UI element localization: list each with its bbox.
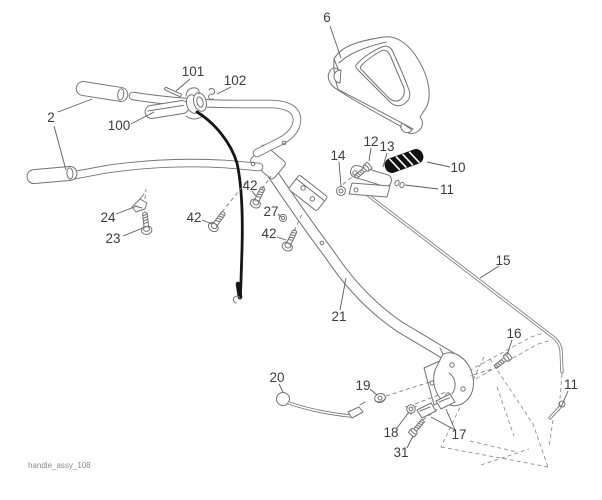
nut-14 [336, 186, 346, 196]
screw-23 [139, 211, 153, 236]
tube-hole [319, 240, 325, 246]
shift-rod-20 [276, 392, 366, 419]
callout-31: 31 [393, 445, 408, 460]
callout-42-top: 42 [242, 178, 257, 193]
nut-27 [278, 213, 288, 223]
rod-15 [358, 187, 564, 374]
nut-18 [405, 404, 417, 415]
clip-11-upper [394, 179, 405, 189]
pin-101 [164, 87, 182, 97]
screw-42-right [280, 227, 301, 254]
callout-2: 2 [47, 110, 55, 125]
callout-20: 20 [269, 370, 284, 385]
callout-23: 23 [105, 231, 120, 246]
wedge-plates-17 [416, 393, 456, 419]
callout-27: 27 [263, 204, 278, 219]
callout-102: 102 [224, 73, 247, 88]
pin-11-right [548, 400, 566, 420]
grip-lower [26, 165, 78, 185]
clip-102 [208, 88, 216, 100]
callout-11-right: 11 [564, 377, 578, 392]
callout-101: 101 [182, 64, 205, 79]
callout-17: 17 [451, 427, 466, 442]
handlebar-hole [250, 161, 256, 167]
assembly-axis-lines [144, 172, 499, 421]
lever-assembly [144, 87, 208, 120]
leader-lines [53, 25, 569, 449]
clamp-plate [288, 175, 328, 211]
callout-15: 15 [495, 253, 510, 268]
callout-42-left: 42 [186, 210, 201, 225]
callout-42-right: 42 [261, 226, 276, 241]
callout-18: 18 [383, 425, 398, 440]
grip-upper [75, 81, 129, 102]
callout-12: 12 [363, 134, 378, 149]
grip-10 [384, 149, 424, 173]
washer-19 [374, 393, 386, 403]
console-cover [327, 36, 430, 134]
main-tube [256, 152, 458, 364]
callout-14: 14 [330, 148, 346, 163]
callout-6: 6 [323, 10, 331, 25]
clip-24 [131, 193, 148, 213]
bolt-31 [407, 417, 427, 438]
callout-13: 13 [379, 139, 394, 154]
callout-16: 16 [506, 326, 521, 341]
footer-doc-id: handle_assy_108 [28, 461, 91, 470]
screw-42-left [206, 208, 229, 234]
callout-19: 19 [355, 378, 370, 393]
control-cable [195, 110, 244, 304]
callout-21: 21 [331, 309, 346, 324]
handlebar-hole [281, 140, 287, 146]
callout-100: 100 [108, 118, 131, 133]
callout-10: 10 [450, 160, 465, 175]
callout-24: 24 [100, 210, 116, 225]
callout-11-upper: 11 [440, 182, 454, 197]
